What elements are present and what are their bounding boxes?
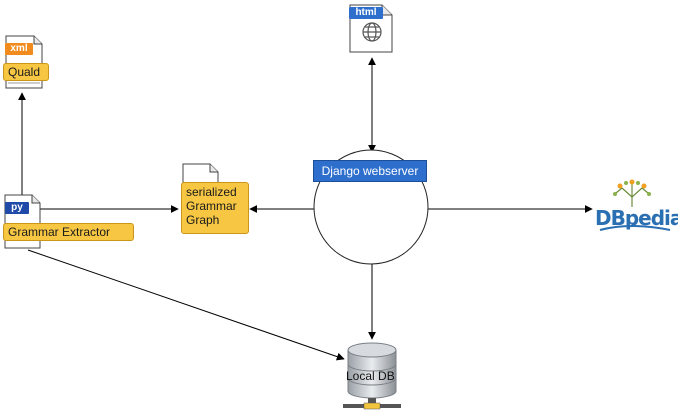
globe-icon	[362, 22, 382, 42]
xml-tag: xml	[5, 43, 33, 55]
django-webserver-label: Django webserver	[313, 160, 427, 182]
grammar-extractor-label: Grammar Extractor	[3, 223, 134, 241]
dbpedia-label: DBpedia	[595, 206, 678, 230]
dbpedia-logo	[599, 179, 671, 231]
serialized-graph-label: serialized Grammar Graph	[181, 182, 249, 234]
py-tag: py	[5, 202, 29, 214]
serialized-graph-line-3: Graph	[186, 213, 220, 227]
database-icon	[343, 342, 401, 410]
html-tag: html	[349, 7, 383, 19]
quald-label: Quald	[3, 63, 49, 81]
local-db-label: Local DB	[346, 369, 395, 383]
edge-extractor-to-localdb	[27, 249, 345, 361]
serialized-graph-line-1: serialized	[186, 185, 237, 199]
serialized-graph-line-2: Grammar	[186, 199, 237, 213]
graph-file-icon	[182, 163, 219, 187]
